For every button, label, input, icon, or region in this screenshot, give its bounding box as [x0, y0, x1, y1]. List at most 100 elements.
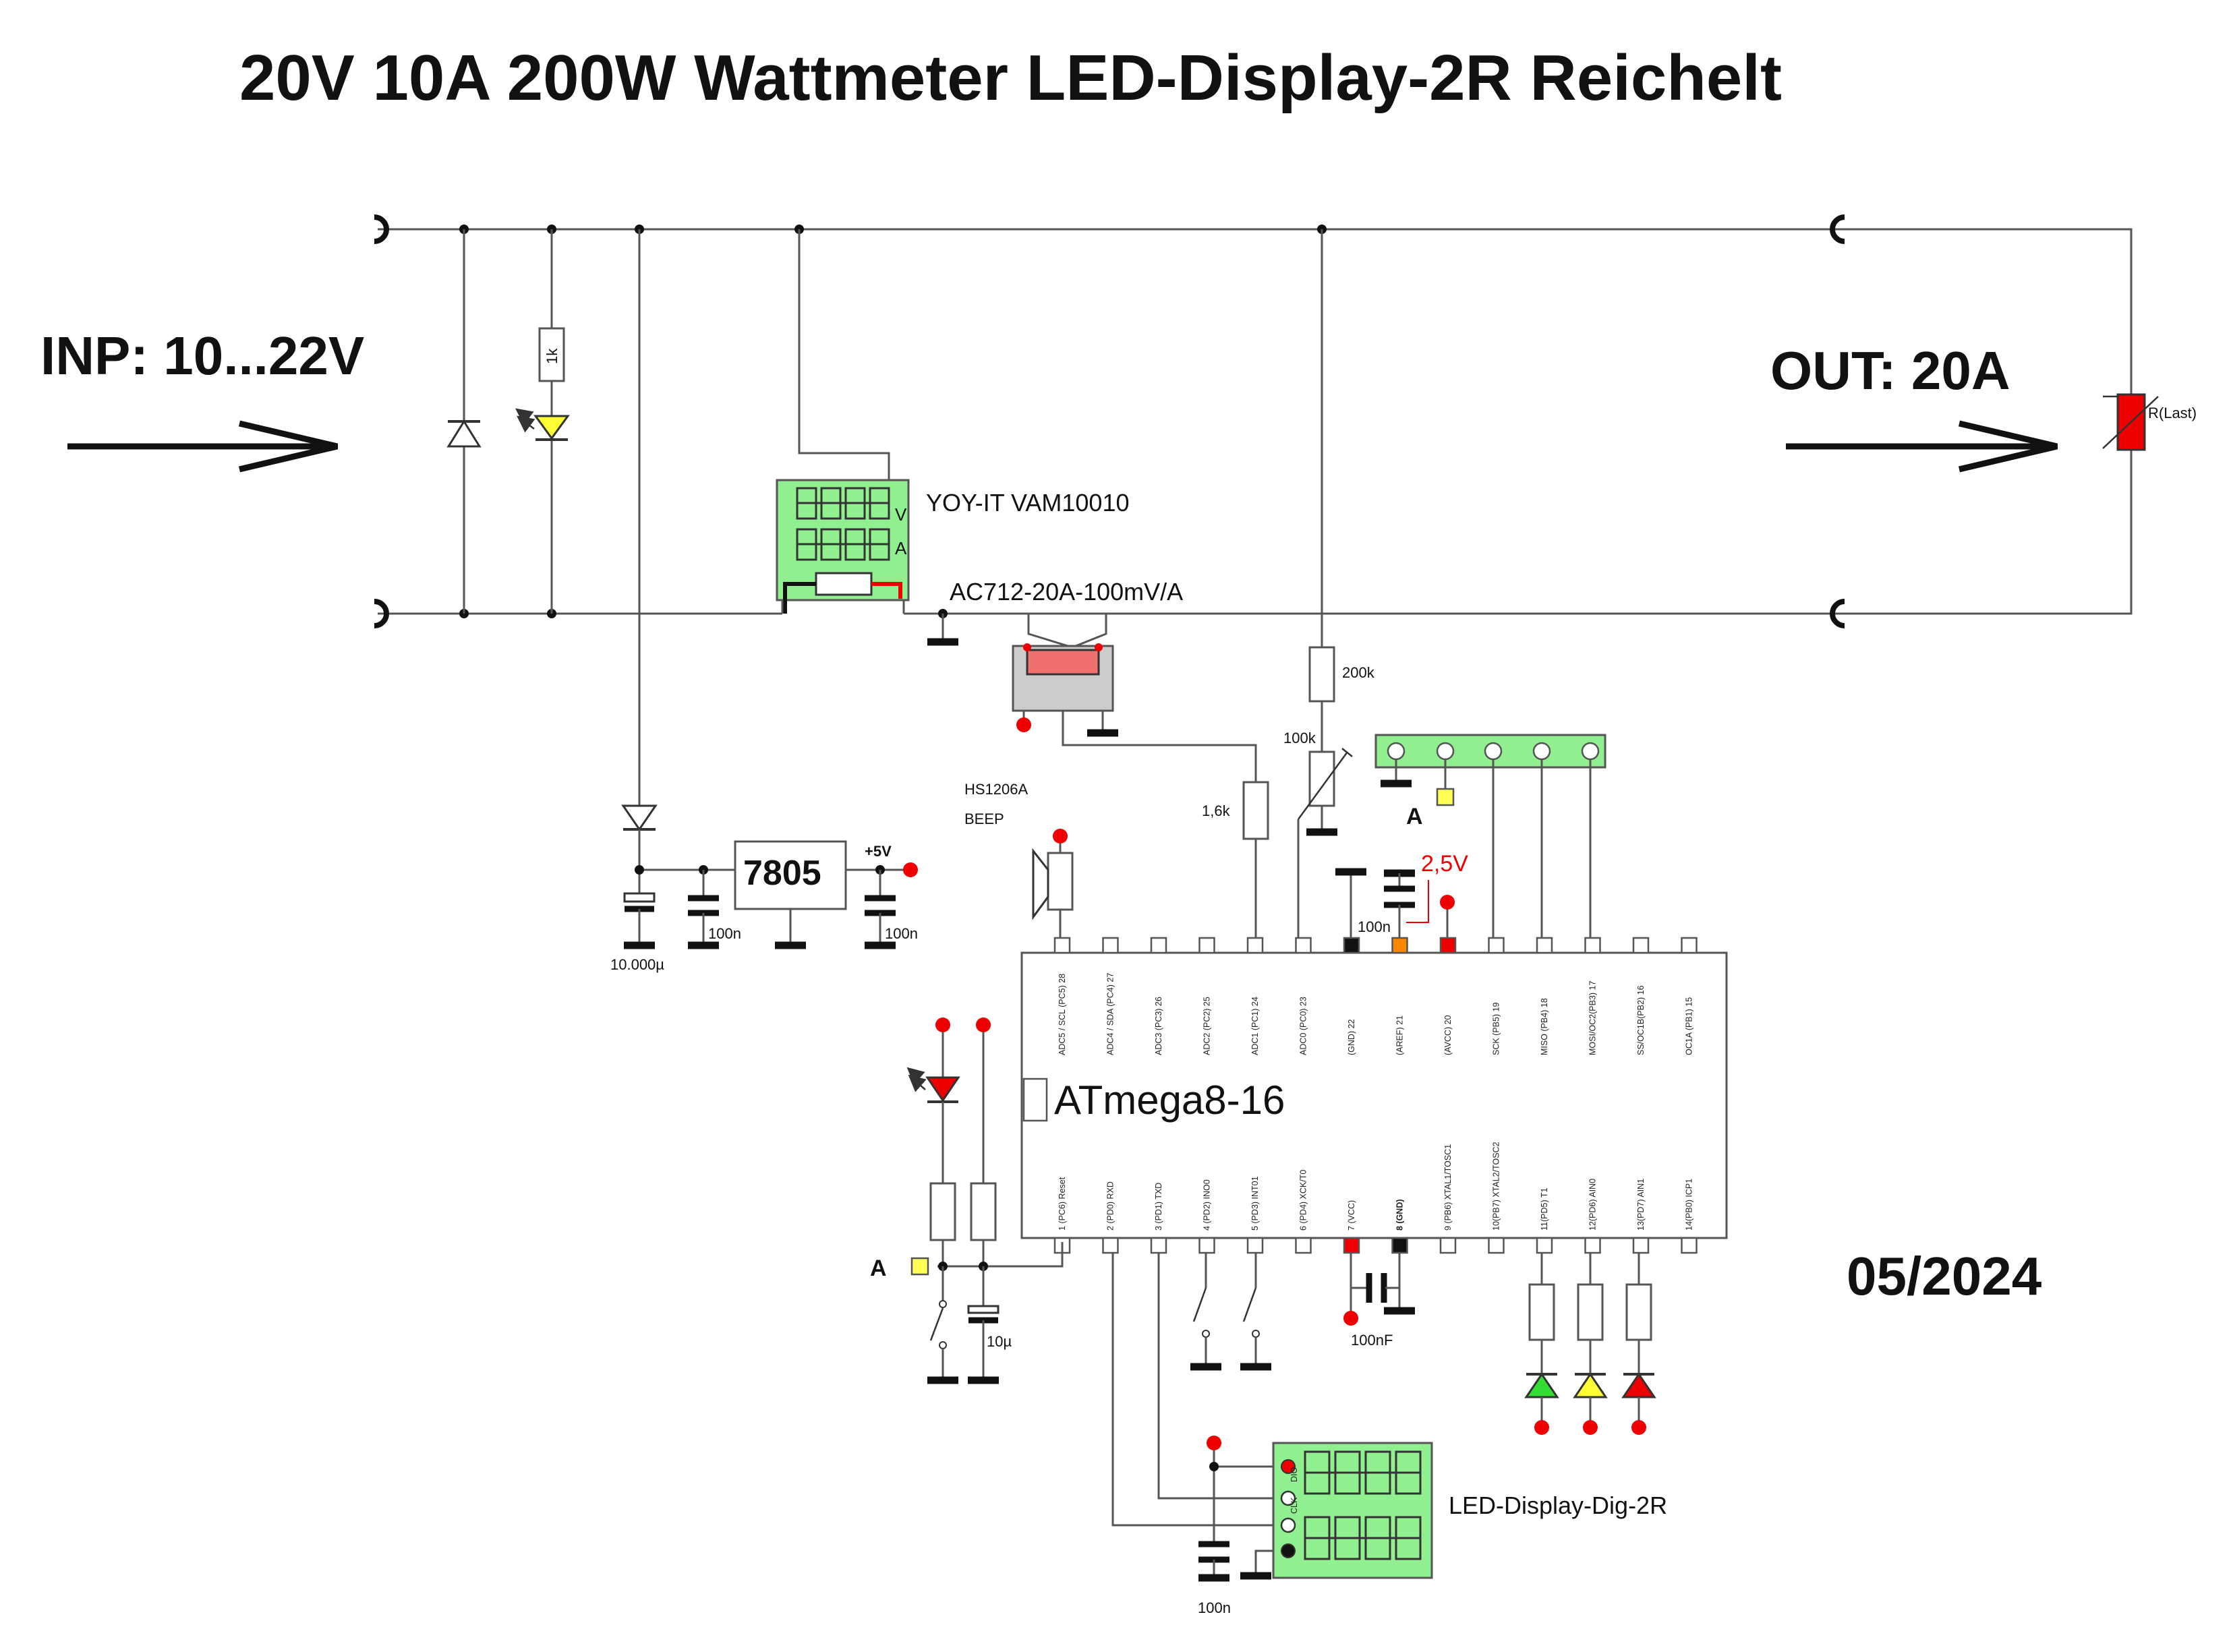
mcu-bottom-pin-label: 4 (PD2) INO0	[1203, 1179, 1212, 1231]
reset-net-a-marker	[910, 1257, 929, 1276]
wattmeter-v-label: V	[895, 504, 907, 525]
mcu-top-pin-label: ADC2 (PC2) 25	[1203, 997, 1212, 1055]
push-buttons	[1190, 1253, 1271, 1371]
mcu-bottom-pin-pad	[1681, 1237, 1698, 1254]
mcu-vcc-terminal	[1343, 1311, 1358, 1326]
mcu-top-pin-pad	[1681, 937, 1698, 954]
mcu-bottom-pin-label: 10(PB7) XTAL2/TOSC2	[1492, 1142, 1501, 1231]
display-cap-value: 100n	[1198, 1599, 1231, 1616]
input-label: INP: 10...22V	[40, 326, 364, 386]
mcu-body	[1020, 951, 1728, 1239]
mcu-top-pin-label: ADC1 (PC1) 24	[1250, 997, 1260, 1055]
led-display-module: 100n DIO CLK LED-Display-Dig-2R	[1111, 1253, 1667, 1616]
wattmeter-a-label: A	[895, 538, 907, 558]
isp-header: A	[1374, 734, 1606, 944]
mcu-top-pin-label: SS/OC1B(PB2) 16	[1636, 985, 1646, 1055]
status-led-red	[925, 1076, 960, 1102]
output-arrow	[1786, 420, 2058, 473]
output-label-group: OUT: 20A	[1770, 341, 2058, 473]
power-led-branch: 1k	[515, 229, 570, 614]
load-resistor-label: R(Last)	[2148, 405, 2197, 421]
mcu-bottom-pin-pad	[1198, 1237, 1215, 1254]
mcu-bottom-pin-label: 8 (GND)	[1395, 1199, 1405, 1231]
status-leds	[1524, 1253, 1656, 1435]
mcu-bottom-pin-label: 11(PD5) T1	[1540, 1187, 1549, 1231]
mcu-bottom-pin-label: 9 (PB6) XTAL1/TOSC1	[1443, 1144, 1453, 1231]
mcu-name: ATmega8-16	[1054, 1078, 1285, 1123]
mcu-decoupling-cap-value: 100nF	[1351, 1332, 1393, 1349]
mcu-bottom-pin-pad	[1391, 1237, 1408, 1254]
bulk-cap-value: 10.000µ	[610, 956, 664, 973]
pot-value: 100k	[1283, 730, 1316, 746]
display-vcc-terminal	[1207, 1436, 1221, 1450]
regulator-section: 10.000µ 100n 7805 +5V 100n	[610, 229, 918, 973]
mcu-top-pin-label: OC1A (PB1) 15	[1685, 997, 1694, 1055]
mcu-top-pin-pad	[1343, 937, 1360, 954]
isp-net-a-label: A	[1406, 804, 1423, 829]
output-terminal-bottom	[1830, 599, 1845, 628]
mcu-bottom-pin-pad	[1102, 1237, 1119, 1254]
mcu-top-pin-pad	[1632, 937, 1650, 954]
mcu-bottom-pin-label: 13(PD7) AIN1	[1636, 1179, 1646, 1231]
input-arrow	[67, 420, 339, 473]
mcu-bottom-pin-label: 12(PD6) AIN0	[1588, 1179, 1598, 1231]
mcu-top-pin-pad	[1536, 937, 1553, 954]
aref-cap-value: 100n	[1358, 918, 1391, 935]
current-sensor-name: AC712-20A-100mV/A	[950, 578, 1183, 606]
reset-net-a-label: A	[870, 1256, 887, 1281]
mcu-decoupling: 100nF	[1343, 1253, 1415, 1349]
mcu-top-pin-label: (GND) 22	[1347, 1019, 1356, 1055]
current-sensor-shunt	[1026, 649, 1100, 676]
mcu-bottom-pin-pad	[1150, 1237, 1167, 1254]
mcu-top-pin-pad	[1584, 937, 1601, 954]
avcc-supply-terminal	[1440, 895, 1455, 910]
mcu-bottom-pin-pad	[1488, 1237, 1505, 1254]
mcu-bottom-pin-label: 1 (PC6) Reset	[1057, 1177, 1067, 1231]
mcu-top-pin-label: ADC0 (PC0) 23	[1299, 997, 1308, 1055]
output-label: OUT: 20A	[1770, 341, 2010, 401]
mcu-notch	[1022, 1078, 1048, 1122]
reg-output-cap-value: 100n	[885, 925, 918, 942]
reset-cap-value: 10µ	[987, 1333, 1012, 1350]
mcu-bottom-pins: 1 (PC6) Reset 2 (PD0) RXD 3 (PD1) TXD 4 (PD…	[1053, 1142, 1698, 1254]
wattmeter-digits	[796, 487, 890, 561]
mcu-top-pin-pad	[1439, 937, 1457, 954]
led-red	[1621, 1372, 1656, 1398]
supply-5v-label: +5V	[865, 843, 892, 860]
regulator-name: 7805	[743, 854, 821, 893]
mcu-bottom-pin-label: 2 (PD0) RXD	[1106, 1181, 1116, 1231]
date-label: 05/2024	[1847, 1246, 2042, 1306]
buzzer: HS1206A BEEP	[964, 781, 1074, 944]
buzzer-name: BEEP	[964, 810, 1004, 827]
protection-diode	[446, 229, 482, 614]
aref-network: 100n 2,5V	[1335, 851, 1468, 944]
display-pin-dio: DIO	[1290, 1467, 1299, 1483]
mcu-bottom-pin-pad	[1632, 1237, 1650, 1254]
mcu-top-pin-label: MOSI/OC2(PB3) 17	[1588, 981, 1598, 1055]
mcu-top-pin-label: ADC4 / SDA (PC4) 27	[1106, 973, 1116, 1055]
buzzer-part: HS1206A	[964, 781, 1028, 798]
mcu-bottom-pin-label: 3 (PD1) TXD	[1154, 1183, 1163, 1231]
divider-top-value: 200k	[1342, 664, 1375, 681]
sensor-vcc-terminal	[1016, 717, 1031, 732]
load-resistor: R(Last)	[2102, 393, 2197, 451]
mcu-bottom-pin-label: 6 (PD4) XCK/T0	[1299, 1170, 1308, 1231]
mcu-bottom-pin-pad	[1536, 1237, 1553, 1254]
mcu-bottom-pin-pad	[1246, 1237, 1264, 1254]
mcu-bottom-pin-label: 14(PB0) ICP1	[1685, 1179, 1694, 1231]
mcu-top-pin-label: SCK (PB5) 19	[1492, 1002, 1501, 1055]
reg-input-cap-value: 100n	[708, 925, 741, 942]
wattmeter-shunt	[815, 572, 873, 596]
isp-net-a-marker	[1436, 788, 1455, 806]
mcu-top-pin-pad	[1053, 937, 1071, 954]
input-label-group: INP: 10...22V	[40, 326, 364, 473]
display-body	[1272, 1442, 1433, 1579]
meter-ground	[927, 614, 958, 646]
display-pin-clk: CLK	[1290, 1497, 1299, 1514]
schematic-title: 20V 10A 200W Wattmeter LED-Display-2R Re…	[239, 42, 1782, 114]
voltage-divider: 200k 100k	[1283, 229, 1375, 944]
mcu-top-pin-pad	[1295, 937, 1312, 954]
main-rails	[374, 214, 2133, 628]
